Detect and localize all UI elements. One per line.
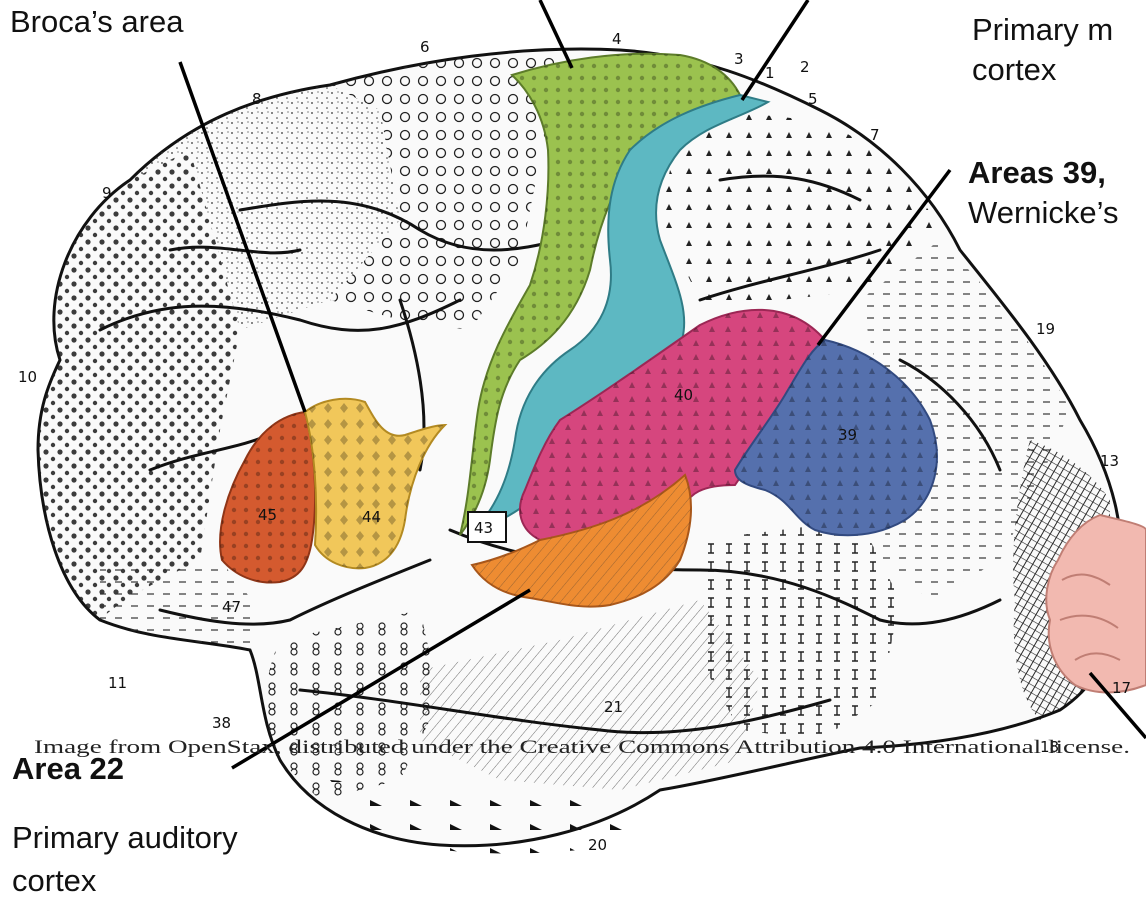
area-number-44: 44: [362, 508, 381, 526]
area-number-40: 40: [674, 386, 693, 404]
area-number-18: 18: [1040, 738, 1059, 756]
area-number-7: 7: [870, 126, 880, 144]
inferior-temporal-flags-region: [330, 780, 640, 854]
motor-label-line2: cortex: [972, 52, 1057, 87]
broca-leader-line: [178, 61, 307, 413]
area-number-20: 20: [588, 836, 607, 854]
area-number-45: 45: [258, 506, 277, 524]
attribution-credit: Image from OpenStax, distributed under t…: [34, 737, 1130, 758]
visual-leader-line: [1088, 671, 1146, 740]
area-number-2: 2: [800, 58, 810, 76]
broca-area-44-texture: [305, 398, 445, 569]
area-number-43: 43: [474, 519, 493, 537]
area-numbers: 3 1 2 5 4 6 7 8 9 10 11 13 17 18 19 20 2…: [18, 30, 1131, 854]
temporal-pole-region: [265, 610, 440, 800]
area-17-gyri: [1059, 573, 1121, 661]
area22-label-line2: Primary auditory: [12, 820, 238, 855]
area-number-6: 6: [420, 38, 430, 56]
area-number-10: 10: [18, 368, 37, 386]
area-number-3: 3: [734, 50, 744, 68]
area-number-38: 38: [212, 714, 231, 732]
frontal-dotted-region: [38, 150, 240, 620]
area-number-8: 8: [252, 90, 262, 108]
area-number-21: 21: [604, 698, 623, 716]
area22-label-line3: cortex: [12, 863, 97, 898]
area-number-11: 11: [108, 674, 127, 692]
area-number-4: 4: [612, 30, 622, 48]
area-number-17: 17: [1112, 679, 1131, 697]
orbital-dashes-region: [100, 560, 260, 650]
primary-motor-area-4-texture: [460, 53, 740, 536]
area-number-1: 1: [765, 64, 775, 82]
motor-label-line1: Primary m: [972, 12, 1113, 47]
sensory-leader-line: [740, 0, 810, 101]
somatosensory-area-3-1-2: [469, 93, 771, 536]
area-number-47: 47: [222, 598, 241, 616]
sulci: [98, 174, 1002, 735]
leader-lines: [178, 0, 1146, 770]
temporal-hatch-region: [420, 600, 760, 790]
auditory-leader-line: [231, 588, 531, 770]
broca-area-45-texture: [220, 412, 316, 583]
area-43-box: [467, 511, 507, 543]
wernicke-label-line2: Wernicke’s: [968, 195, 1118, 230]
area-number-13: 13: [1100, 452, 1119, 470]
area22-label-line1: Area 22: [12, 751, 124, 786]
area-number-5: 5: [808, 90, 818, 108]
supramarginal-area-40-texture: [520, 309, 825, 540]
wernicke-label-line1: Areas 39,: [968, 155, 1106, 190]
angular-gyrus-area-39-texture: [735, 340, 937, 536]
motor-leader-line: [538, 0, 574, 69]
premotor-circles-region: [330, 53, 560, 330]
broca-label: Broca’s area: [10, 4, 184, 39]
wernicke-leader-line: [816, 168, 952, 347]
area-number-19: 19: [1036, 320, 1055, 338]
auditory-area-22-texture: [472, 475, 692, 607]
area-number-9: 9: [102, 184, 112, 202]
area-number-39: 39: [838, 426, 857, 444]
